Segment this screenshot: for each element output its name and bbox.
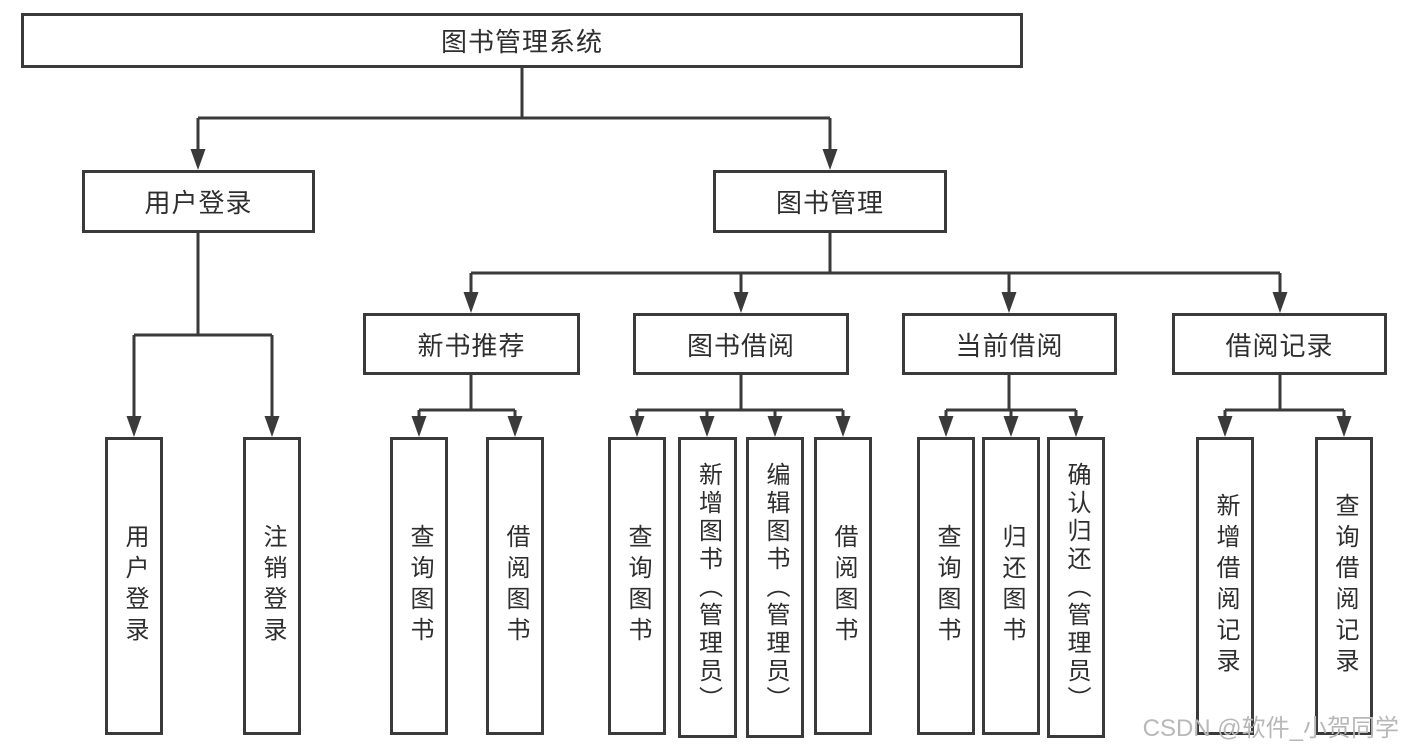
arrowhead-icon — [507, 416, 523, 437]
leaf-edit-book-admin: 编辑图书（管理员） — [746, 437, 804, 738]
node-book-borrowing: 图书借阅 — [633, 313, 849, 375]
leaf-query-borrow-record: 查询借阅记录 — [1315, 437, 1373, 735]
leaf-user-login: 用户登录 — [105, 437, 163, 735]
arrowhead-icon — [767, 416, 783, 437]
node-current-borrowing-label: 当前借阅 — [955, 330, 1064, 361]
arrowhead-icon — [126, 416, 142, 437]
arrowhead-icon — [629, 416, 645, 437]
arrowhead-icon — [733, 292, 749, 313]
node-current-borrowing: 当前借阅 — [902, 313, 1117, 375]
leaf-add-borrow-record: 新增借阅记录 — [1196, 437, 1254, 735]
leaf-return-book: 归还图书 — [982, 437, 1040, 735]
leaf-confirm-return-admin: 确认归还（管理员） — [1047, 437, 1105, 738]
arrowhead-icon — [1068, 416, 1084, 437]
leaf-add-book-admin-label: 新增图书（管理员） — [694, 461, 722, 714]
leaf-query-book-3: 查询图书 — [917, 437, 975, 735]
leaf-borrow-book-2: 借阅图书 — [814, 437, 872, 735]
leaf-add-book-admin: 新增图书（管理员） — [678, 437, 737, 738]
leaf-borrow-book-2-label: 借阅图书 — [830, 524, 857, 648]
arrowhead-icon — [1003, 416, 1019, 437]
arrowhead-icon — [1272, 292, 1288, 313]
node-new-book-recommend: 新书推荐 — [363, 313, 580, 375]
arrowhead-icon — [1217, 416, 1233, 437]
arrowhead-icon — [264, 416, 280, 437]
leaf-edit-book-admin-label: 编辑图书（管理员） — [762, 461, 789, 714]
leaf-query-borrow-record-label: 查询借阅记录 — [1331, 493, 1358, 679]
node-book-borrowing-label: 图书借阅 — [686, 330, 795, 361]
leaf-query-book-3-label: 查询图书 — [933, 524, 960, 648]
leaf-query-book-1-label: 查询图书 — [406, 524, 433, 648]
watermark: CSDN @软件_小贺同学 — [1142, 715, 1399, 742]
leaf-return-book-label: 归还图书 — [998, 524, 1025, 648]
node-book-management-label: 图书管理 — [775, 188, 884, 218]
leaf-confirm-return-admin-label: 确认归还（管理员） — [1063, 461, 1090, 714]
node-new-book-recommend-label: 新书推荐 — [417, 330, 526, 361]
arrowhead-icon — [411, 416, 427, 437]
node-library-system: 图书管理系统 — [21, 13, 1023, 68]
connector-path — [132, 66, 1346, 421]
leaf-query-book-2: 查询图书 — [608, 437, 666, 735]
node-borrowing-records-label: 借阅记录 — [1225, 330, 1334, 361]
arrowhead-icon — [938, 416, 954, 437]
leaf-query-book-1: 查询图书 — [390, 437, 448, 735]
arrowhead-icon — [1001, 292, 1017, 313]
arrowhead-icon — [190, 149, 206, 170]
arrowhead-icon — [1336, 416, 1352, 437]
leaf-logout-login: 注销登录 — [243, 437, 301, 735]
leaf-logout-login-label: 注销登录 — [259, 524, 286, 648]
leaf-query-book-2-label: 查询图书 — [624, 524, 651, 648]
node-borrowing-records: 借阅记录 — [1172, 313, 1387, 375]
arrowhead-icon — [463, 292, 479, 313]
leaf-borrow-book-1: 借阅图书 — [486, 437, 544, 735]
arrowhead-icon — [835, 416, 851, 437]
node-library-system-label: 图书管理系统 — [440, 27, 603, 57]
arrowhead-icon — [699, 416, 715, 437]
node-user-login: 用户登录 — [82, 170, 315, 233]
node-user-login-label: 用户登录 — [144, 188, 253, 218]
leaf-borrow-book-1-label: 借阅图书 — [502, 524, 529, 648]
leaf-add-borrow-record-label: 新增借阅记录 — [1212, 493, 1239, 679]
node-book-management: 图书管理 — [713, 170, 947, 233]
arrowhead-icon — [822, 149, 838, 170]
leaf-user-login-label: 用户登录 — [121, 524, 148, 648]
